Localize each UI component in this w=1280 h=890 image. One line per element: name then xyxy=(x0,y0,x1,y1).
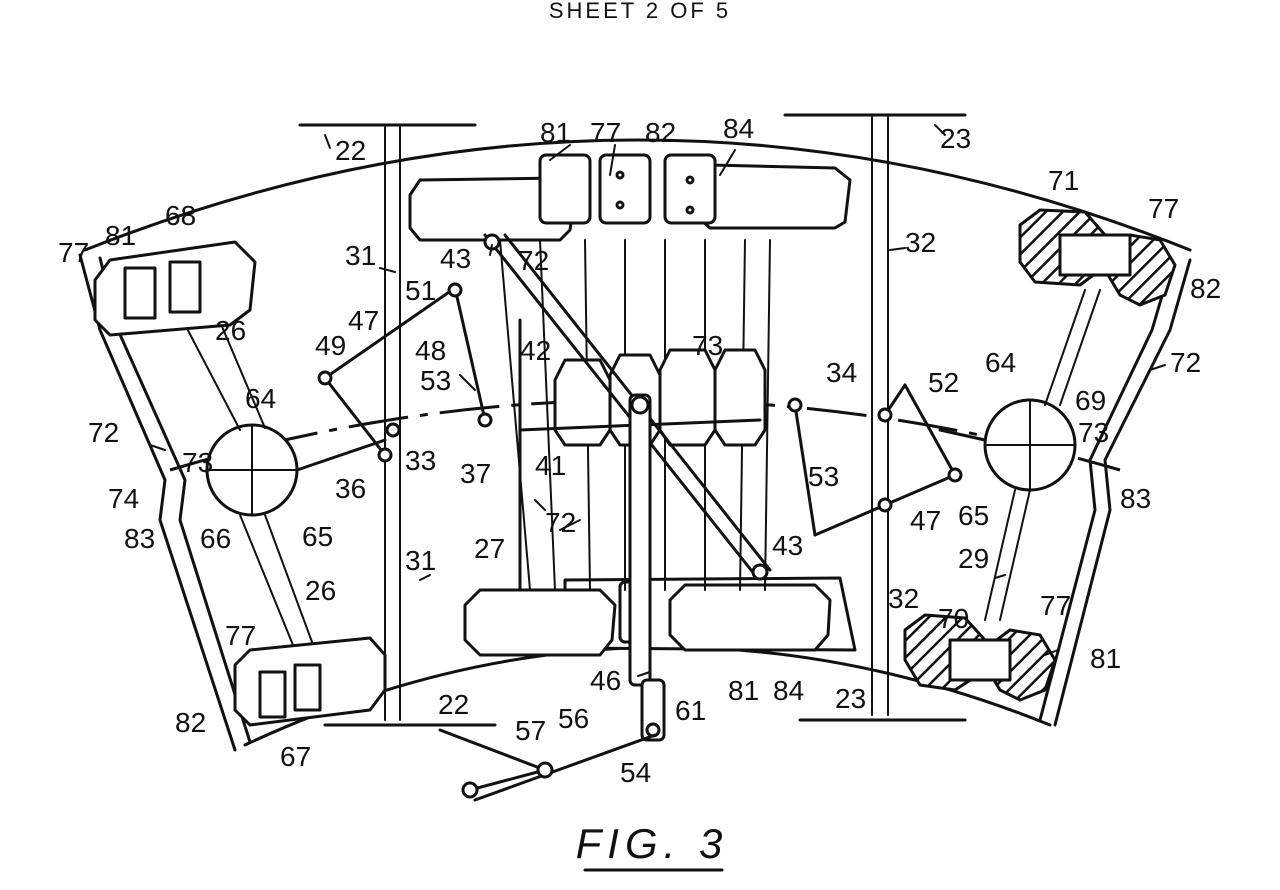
label-47-right: 47 xyxy=(910,505,941,536)
label-72-top: 72 xyxy=(518,245,549,276)
label-65-left: 65 xyxy=(302,521,333,552)
label-67: 67 xyxy=(280,741,311,772)
label-82-right: 82 xyxy=(1190,273,1221,304)
label-77-right-bottom: 77 xyxy=(1040,590,1071,621)
actuator-46 xyxy=(628,393,666,742)
label-37: 37 xyxy=(460,458,491,489)
right-bottom-roll-70 xyxy=(903,613,1057,702)
label-42: 42 xyxy=(520,335,551,366)
label-32-bottom: 32 xyxy=(888,583,919,614)
label-33: 33 xyxy=(405,445,436,476)
label-22-bottom: 22 xyxy=(438,689,469,720)
label-27: 27 xyxy=(474,533,505,564)
label-74: 74 xyxy=(108,483,139,514)
label-43-bottom: 43 xyxy=(772,530,803,561)
label-77-right-top: 77 xyxy=(1148,193,1179,224)
label-57: 57 xyxy=(515,715,546,746)
label-34: 34 xyxy=(826,357,857,388)
label-23-top: 23 xyxy=(940,123,971,154)
label-65-right: 65 xyxy=(958,500,989,531)
label-26-bottom: 26 xyxy=(305,575,336,606)
label-49: 49 xyxy=(315,330,346,361)
label-36: 36 xyxy=(335,473,366,504)
label-29: 29 xyxy=(958,543,989,574)
beam-22-top xyxy=(298,123,477,721)
label-22-top: 22 xyxy=(335,135,366,166)
left-hub-66 xyxy=(179,309,387,651)
linkage-54 xyxy=(438,728,657,802)
left-bottom-roll-67 xyxy=(233,636,387,727)
label-31-top: 31 xyxy=(345,240,376,271)
label-68: 68 xyxy=(165,200,196,231)
label-64-right: 64 xyxy=(985,347,1016,378)
label-82-left: 82 xyxy=(175,707,206,738)
label-82-top: 82 xyxy=(645,117,676,148)
figure-caption: FIG. 3 xyxy=(576,820,729,872)
label-71: 71 xyxy=(1048,165,1079,196)
label-61: 61 xyxy=(675,695,706,726)
label-48: 48 xyxy=(415,335,446,366)
label-51: 51 xyxy=(405,275,436,306)
label-31-bottom: 31 xyxy=(405,545,436,576)
label-52: 52 xyxy=(928,367,959,398)
label-77-left-top: 77 xyxy=(58,237,89,268)
label-84-bottom: 84 xyxy=(773,675,804,706)
label-77-left-bottom: 77 xyxy=(225,620,256,651)
label-46: 46 xyxy=(590,665,621,696)
label-72-right: 72 xyxy=(1170,347,1201,378)
sheet-header: SHEET 2 OF 5 xyxy=(549,0,731,23)
label-81-bottom: 81 xyxy=(728,675,759,706)
label-26-top: 26 xyxy=(215,315,246,346)
label-69: 69 xyxy=(1075,385,1106,416)
label-84-top: 84 xyxy=(723,113,754,144)
bottom-pad-group xyxy=(463,576,857,657)
label-72-left: 72 xyxy=(88,417,119,448)
label-77-top: 77 xyxy=(590,117,621,148)
label-32-top: 32 xyxy=(905,227,936,258)
figure-caption-text: FIG. 3 xyxy=(576,820,729,867)
label-64-left: 64 xyxy=(245,383,276,414)
label-81-right: 81 xyxy=(1090,643,1121,674)
label-41: 41 xyxy=(535,450,566,481)
left-top-roll-68 xyxy=(93,240,257,337)
label-72-center: 72 xyxy=(545,507,576,538)
right-toggle-linkage xyxy=(787,383,963,537)
label-47-left: 47 xyxy=(348,305,379,336)
label-53-right: 53 xyxy=(808,461,839,492)
right-top-roll-71 xyxy=(1018,208,1177,307)
label-43-top: 43 xyxy=(440,243,471,274)
label-81-left-top: 81 xyxy=(105,220,136,251)
right-hub-69 xyxy=(938,289,1101,621)
label-56: 56 xyxy=(558,703,589,734)
left-toggle-linkage xyxy=(317,282,493,463)
label-83-right: 83 xyxy=(1120,483,1151,514)
label-73-right: 73 xyxy=(1078,417,1109,448)
label-81-top: 81 xyxy=(540,117,571,148)
label-70: 70 xyxy=(938,603,969,634)
label-83-left: 83 xyxy=(124,523,155,554)
leader-lines xyxy=(149,124,1166,677)
label-53-left: 53 xyxy=(420,365,451,396)
label-73-center: 73 xyxy=(692,330,723,361)
reference-labels: 22 23 81 77 82 84 71 77 82 77 81 68 31 4… xyxy=(58,113,1221,788)
right-rail-72 xyxy=(1038,258,1192,727)
label-54: 54 xyxy=(620,757,651,788)
label-23-bottom: 23 xyxy=(835,683,866,714)
label-73-left: 73 xyxy=(182,447,213,478)
label-66: 66 xyxy=(200,523,231,554)
top-pad-group xyxy=(408,153,852,242)
